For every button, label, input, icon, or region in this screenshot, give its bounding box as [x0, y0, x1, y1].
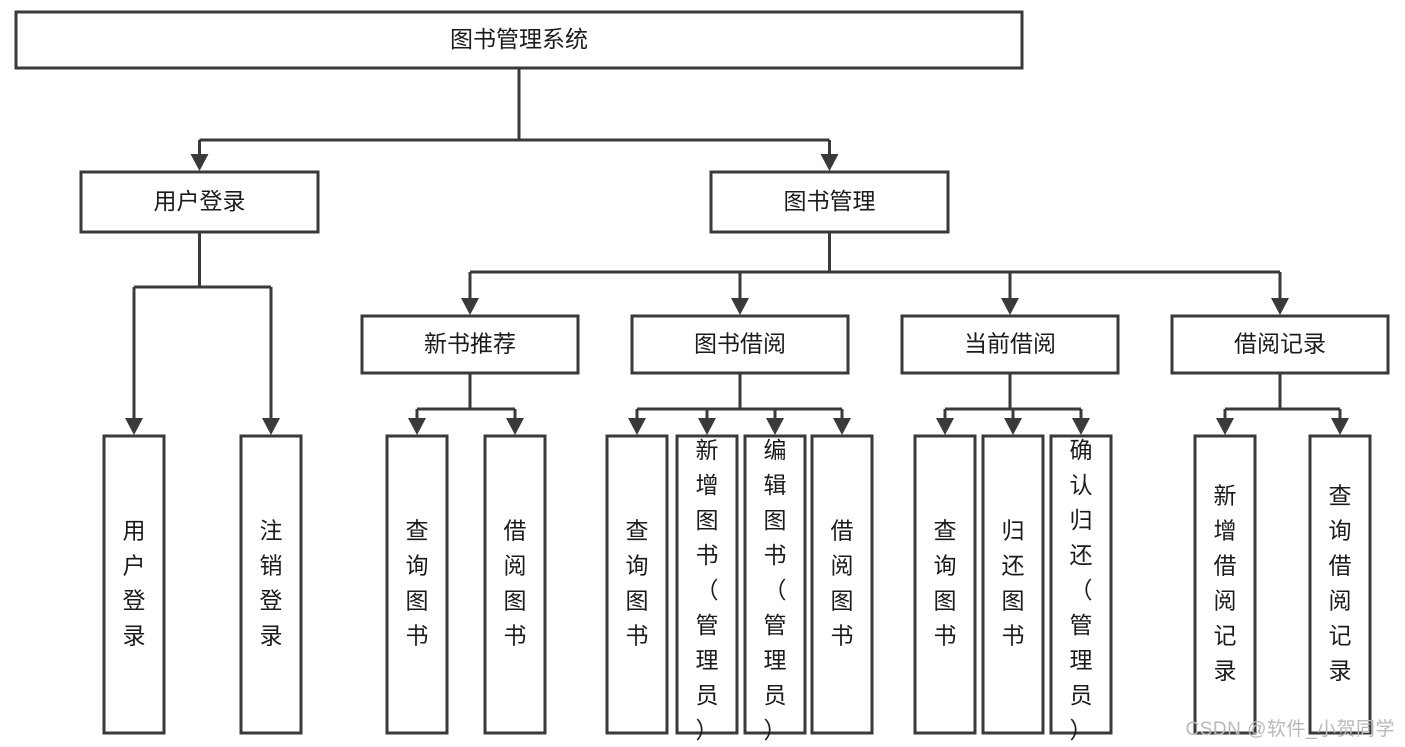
node-label: 图书管理: [784, 188, 876, 214]
node-box: [675, 434, 739, 735]
node-16[interactable]: 归还图书: [981, 434, 1045, 735]
node-10[interactable]: 查询图书: [605, 434, 669, 735]
node-box: [360, 314, 580, 375]
node-11[interactable]: 新增图书（管理员）: [675, 434, 739, 743]
node-12[interactable]: 编辑图书（管理员）: [743, 434, 807, 743]
node-label: 用户登录: [123, 518, 146, 649]
arrow-head-icon: [1001, 298, 1019, 315]
node-box: [810, 434, 874, 735]
arrow-head-icon: [262, 418, 280, 435]
node-box: [239, 434, 303, 735]
node-box: [1170, 314, 1390, 375]
node-box: [385, 434, 449, 735]
arrow-head-icon: [833, 418, 851, 435]
node-13[interactable]: 借阅图书: [810, 434, 874, 735]
node-label: 借阅记录: [1234, 331, 1326, 357]
node-1[interactable]: 图书管理系统: [14, 10, 1024, 70]
arrow-head-icon: [1004, 418, 1022, 435]
node-label: 新增借阅记录: [1214, 483, 1237, 684]
node-box: [1308, 434, 1372, 735]
node-box: [14, 10, 1024, 70]
node-label: 查询借阅记录: [1329, 483, 1352, 684]
node-label: 编辑图书（管理员）: [764, 437, 787, 743]
node-label: 查询图书: [406, 518, 429, 649]
node-8[interactable]: 借阅图书: [483, 434, 547, 735]
node-14[interactable]: 当前借阅: [900, 314, 1120, 375]
arrow-head-icon: [125, 418, 143, 435]
node-box: [709, 170, 950, 234]
watermark-label: CSDN @软件_小贺同学: [1185, 719, 1395, 740]
arrow-head-icon: [766, 418, 784, 435]
node-box: [981, 434, 1045, 735]
node-5[interactable]: 注销登录: [239, 434, 303, 735]
arrow-head-icon: [628, 418, 646, 435]
node-box: [1193, 434, 1257, 735]
node-3[interactable]: 图书管理: [709, 170, 950, 234]
node-label: 用户登录: [154, 188, 246, 214]
node-box: [743, 434, 807, 735]
node-label: 查询图书: [626, 518, 649, 649]
arrow-head-icon: [698, 418, 716, 435]
nodes-layer: 图书管理系统用户登录图书管理用户登录注销登录新书推荐查询图书借阅图书图书借阅查询…: [14, 10, 1390, 743]
node-17[interactable]: 确认归还（管理员）: [1049, 434, 1113, 743]
node-18[interactable]: 借阅记录: [1170, 314, 1390, 375]
arrow-head-icon: [1072, 418, 1090, 435]
node-label: 归还图书: [1002, 518, 1025, 649]
node-label: 图书借阅: [694, 331, 786, 357]
arrow-head-icon: [506, 418, 524, 435]
arrow-head-icon: [731, 298, 749, 315]
node-15[interactable]: 查询图书: [913, 434, 977, 735]
arrow-head-icon: [936, 418, 954, 435]
node-label: 新书推荐: [424, 331, 516, 357]
arrow-head-icon: [1216, 418, 1234, 435]
node-20[interactable]: 查询借阅记录: [1308, 434, 1372, 735]
arrow-head-icon: [1271, 298, 1289, 315]
node-label: 借阅图书: [504, 518, 527, 649]
node-box: [630, 314, 850, 375]
arrow-head-icon: [408, 418, 426, 435]
node-box: [102, 434, 166, 735]
node-label: 当前借阅: [964, 331, 1056, 357]
node-label: 借阅图书: [831, 518, 854, 649]
node-box: [900, 314, 1120, 375]
node-7[interactable]: 查询图书: [385, 434, 449, 735]
connectors-layer: [125, 68, 1349, 435]
node-box: [913, 434, 977, 735]
node-4[interactable]: 用户登录: [102, 434, 166, 735]
node-9[interactable]: 图书借阅: [630, 314, 850, 375]
node-label: 注销登录: [260, 518, 283, 649]
node-label: 确认归还（管理员）: [1070, 437, 1093, 743]
arrow-head-icon: [1331, 418, 1349, 435]
node-label: 查询图书: [934, 518, 957, 649]
node-label: 新增图书（管理员）: [696, 437, 719, 743]
node-box: [1049, 434, 1113, 735]
arrow-head-icon: [461, 298, 479, 315]
node-6[interactable]: 新书推荐: [360, 314, 580, 375]
node-box: [483, 434, 547, 735]
node-2[interactable]: 用户登录: [79, 170, 320, 234]
arrow-head-icon: [820, 154, 839, 171]
node-box: [79, 170, 320, 234]
node-label: 图书管理系统: [450, 26, 588, 52]
arrow-head-icon: [190, 154, 209, 171]
node-19[interactable]: 新增借阅记录: [1193, 434, 1257, 735]
node-box: [605, 434, 669, 735]
